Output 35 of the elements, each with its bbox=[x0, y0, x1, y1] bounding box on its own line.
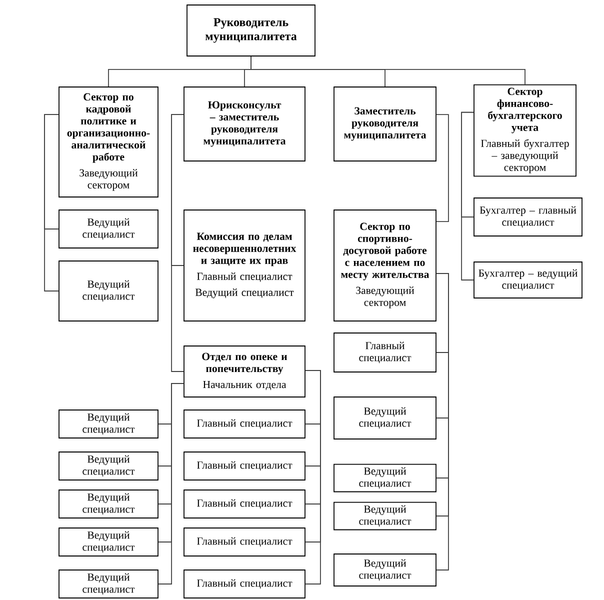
connector-line bbox=[436, 273, 449, 570]
org-box: Юрисконсульт – заместитель руководителя муниципалитета bbox=[184, 86, 306, 162]
connector-line bbox=[44, 114, 59, 292]
org-box: Руководитель муниципалитета bbox=[186, 4, 316, 56]
connector-line bbox=[436, 114, 449, 222]
org-box: Сектор финансово-бухгалтерского учета Главный бухгалтер – заведующий сектором bbox=[474, 84, 576, 177]
org-box: Главный специалист bbox=[184, 528, 306, 556]
org-box: Ведущий специалист bbox=[58, 570, 158, 598]
org-box: Ведущий специалист bbox=[334, 554, 436, 586]
org-box: Комиссия по делам несовершеннолетних и защите их прав Главный специалист Ведущий специалист bbox=[184, 210, 306, 322]
org-box: Ведущий специалист bbox=[58, 410, 158, 438]
org-box: Бухгалтер – главный специалист bbox=[474, 198, 582, 236]
org-box: Ведущий специалист bbox=[334, 502, 436, 530]
org-box: Сектор по спортивно-досуговой работе с населением по месту жительства Заведующий сектором bbox=[334, 210, 436, 322]
connector-line bbox=[158, 383, 184, 584]
connector-line bbox=[461, 112, 474, 280]
org-box: Главный специалист bbox=[184, 410, 306, 438]
org-box: Ведущий специалист bbox=[334, 396, 436, 440]
org-box: Главный специалист bbox=[184, 570, 306, 598]
org-box: Ведущий специалист bbox=[58, 260, 158, 322]
connector-line bbox=[171, 114, 184, 372]
org-box: Главный специалист bbox=[334, 332, 436, 372]
org-box: Ведущий специалист bbox=[334, 464, 436, 492]
org-box: Ведущий специалист bbox=[58, 528, 158, 556]
org-box: Бухгалтер – ведущий специалист bbox=[474, 262, 582, 298]
org-box: Ведущий специалист bbox=[58, 490, 158, 518]
connector-line bbox=[250, 56, 526, 85]
org-box: Главный специалист bbox=[184, 452, 306, 480]
org-box: Отдел по опеке и попечительству Начальник отдела bbox=[184, 346, 306, 398]
org-box: Главный специалист bbox=[184, 490, 306, 518]
org-box: Сектор по кадровой политике и организационно-аналитической работе Заведующий сектором bbox=[58, 86, 158, 198]
org-box: Заместитель руководителя муниципалитета bbox=[334, 86, 436, 162]
org-box: Ведущий специалист bbox=[58, 210, 158, 248]
org-box: Ведущий специалист bbox=[58, 452, 158, 480]
connector-line bbox=[305, 370, 321, 584]
